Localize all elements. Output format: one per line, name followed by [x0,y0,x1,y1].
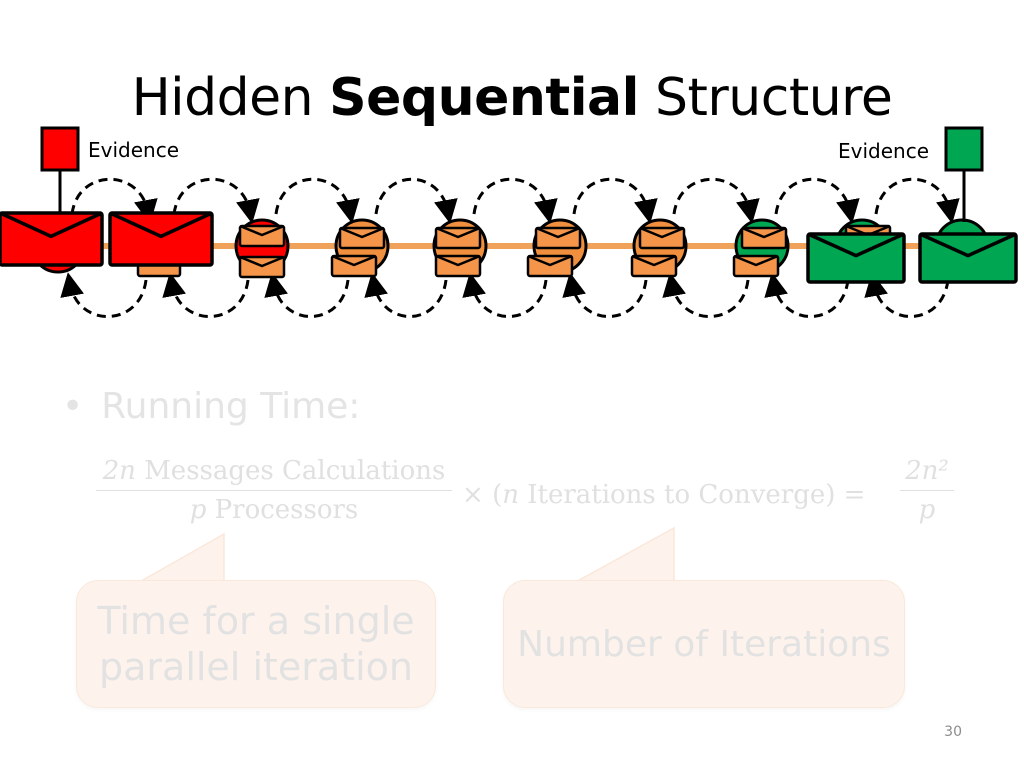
forward-message-arrow [672,177,760,224]
forward-message-arrow [274,177,360,224]
envelope-flap [733,254,779,267]
callout-left-line1: Time for a single [97,599,415,643]
forward-message-arrow [572,177,658,224]
envelope-flap [919,232,1017,258]
denominator-text: Processors [214,495,359,525]
envelope-flap [339,226,385,239]
evidence-left-node [40,126,80,172]
equals-symbol: = [843,480,866,510]
result-fraction-bar [900,490,954,491]
message-envelope-icon [338,226,386,250]
numerator-text: Messages Calculations [144,456,446,486]
formula-middle: × (n Iterations to Converge) = [462,480,865,510]
envelope-flap [239,255,285,268]
message-envelope-icon [534,226,582,250]
callout-left-tail [133,532,225,585]
message-envelope-icon [526,254,574,278]
message-envelope-icon [434,226,482,250]
callout-left-line2: parallel iteration [99,645,413,689]
times-symbol: × [462,480,484,510]
formula-first-fraction: 2n Messages Calculations p Processors [96,456,452,525]
forward-message-arrow [172,177,260,224]
title-suffix: Structure [638,68,893,128]
message-envelope-icon [638,226,686,250]
running-time-formula: 2n Messages Calculations p Processors × … [96,456,976,546]
message-envelope-icon [330,254,378,278]
evidence-right-node [944,126,984,172]
formula-result-fraction: 2n² p [900,456,954,525]
backward-message-arrow [364,272,448,318]
envelope-flap [631,254,677,267]
backward-message-arrow [764,272,850,318]
backward-message-arrow [662,272,750,318]
evidence-envelope-icon [806,232,906,284]
forward-message-arrow [374,177,458,224]
backward-message-arrow [60,272,148,318]
evidence-envelope-icon [0,211,104,267]
backward-message-arrow [864,272,950,318]
callout-number-iterations: Number of Iterations [503,580,905,708]
message-envelope-icon [732,254,780,278]
message-envelope-icon [434,254,482,278]
result-denominator: p [918,495,936,525]
slide-title: Hidden Sequential Structure [0,62,1024,134]
message-passing-diagram [0,126,1018,318]
forward-message-arrow [70,177,158,224]
backward-message-arrow [162,272,250,318]
evidence-envelope-icon [108,211,214,267]
result-numerator: 2n² [905,456,949,486]
callout-single-iteration: Time for a single parallel iteration [76,580,436,708]
envelope-flap [527,254,573,267]
backward-message-arrow [264,272,350,318]
formula-denominator: p Processors [96,495,452,525]
open-paren: ( [492,480,503,510]
callout-right-text: Number of Iterations [517,623,891,665]
title-bold: Sequential [329,68,639,128]
close-paren: ) [825,480,836,510]
envelope-flap [435,254,481,267]
backward-message-arrow [562,272,648,318]
formula-numerator: 2n Messages Calculations [96,456,452,486]
forward-message-arrow [774,177,860,224]
callout-left-text: Time for a single parallel iteration [97,598,414,690]
envelope-flap [331,254,377,267]
envelope-flap [435,226,481,239]
envelope-flap [639,226,685,239]
bullet-dot-icon: • [62,386,84,427]
evidence-label-right: Evidence [838,139,930,163]
iterations-variable: n [502,480,519,510]
envelope-flap [109,211,213,239]
forward-message-arrow [472,177,558,224]
envelope-flap [239,224,285,237]
title-prefix: Hidden [131,68,330,128]
page-number: 30 [944,724,962,740]
forward-message-arrow [874,177,960,224]
running-time-bullet: • Running Time: [62,386,360,427]
message-envelope-icon [238,255,286,279]
backward-message-arrow [462,272,548,318]
message-envelope-icon [740,226,788,250]
evidence-label-left: Evidence [88,138,180,162]
envelope-flap [807,232,905,258]
envelope-flap [535,226,581,239]
fraction-bar [96,490,452,491]
message-envelope-icon [630,254,678,278]
envelope-flap [0,211,103,239]
numerator-variable: 2n [102,456,136,486]
running-time-label: Running Time: [101,386,361,427]
iterations-text: Iterations to Converge [527,480,826,510]
evidence-envelope-icon [918,232,1018,284]
message-envelope-icon [238,224,286,248]
envelope-flap [741,226,787,239]
denominator-variable: p [189,495,207,525]
callout-right-tail [571,526,675,585]
